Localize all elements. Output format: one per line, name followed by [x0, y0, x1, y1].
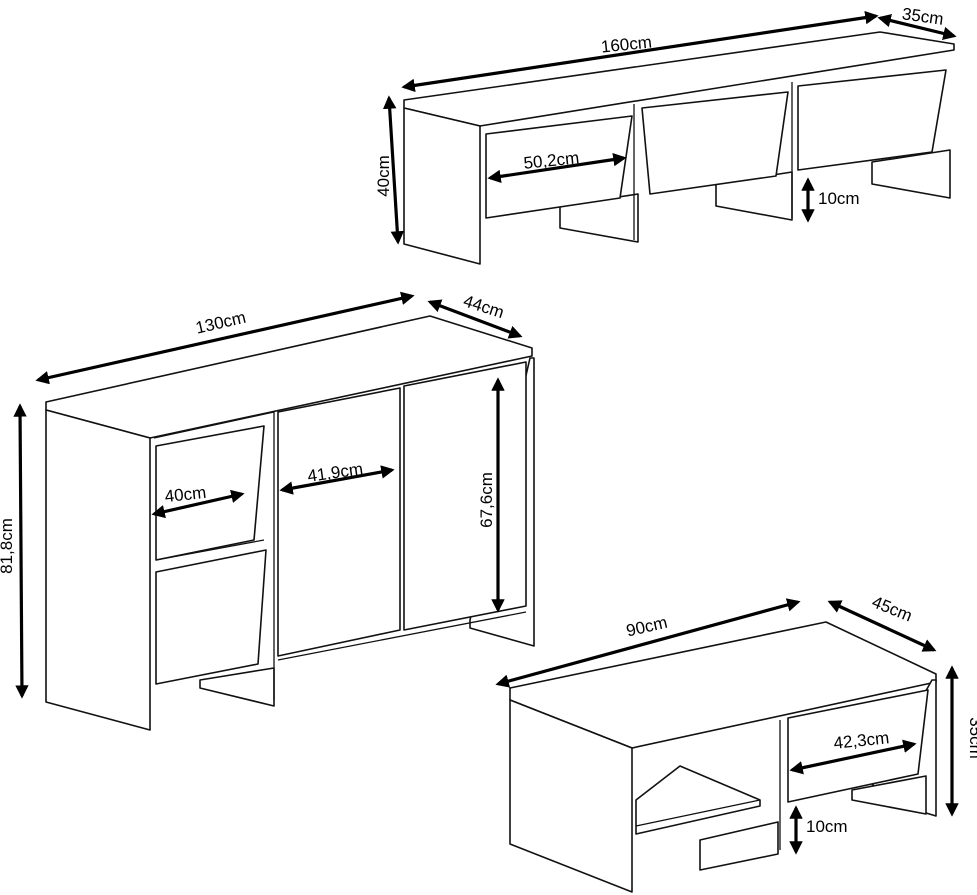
sideboard-right-door [403, 361, 527, 631]
tv-stand-width-label: 160cm [600, 32, 653, 56]
sideboard-lower-drawer [155, 549, 267, 685]
tv-stand-leg-height-label: 10cm [818, 189, 860, 208]
coffee-table: 90cm 45cm 35cm 42,3cm 10cm [495, 592, 977, 893]
tv-stand-left-panel [403, 107, 481, 265]
tv-stand: 160cm 35cm 40cm 50,2cm 10cm [374, 4, 957, 265]
tv-stand-right-leg [871, 149, 951, 199]
sideboard-height-label: 81,8cm [0, 518, 16, 574]
sideboard: 130cm 44cm 81,8cm 67,6cm 41,9cm 40cm [0, 291, 535, 731]
sideboard-drawer-width-label: 40cm [164, 483, 207, 506]
coffee-table-height-label: 35cm [966, 717, 977, 759]
coffee-table-left-panel [509, 699, 633, 893]
sideboard-left-door [277, 387, 401, 657]
coffee-table-width-label: 90cm [624, 613, 669, 641]
sideboard-left-panel [45, 409, 151, 731]
tv-stand-height-label: 40cm [374, 155, 393, 197]
coffee-table-depth-label: 45cm [869, 592, 915, 625]
coffee-table-leg-height-label: 10cm [806, 817, 848, 836]
sideboard-door-height-label: 67,6cm [477, 472, 496, 528]
coffee-table-shelf [635, 765, 761, 835]
